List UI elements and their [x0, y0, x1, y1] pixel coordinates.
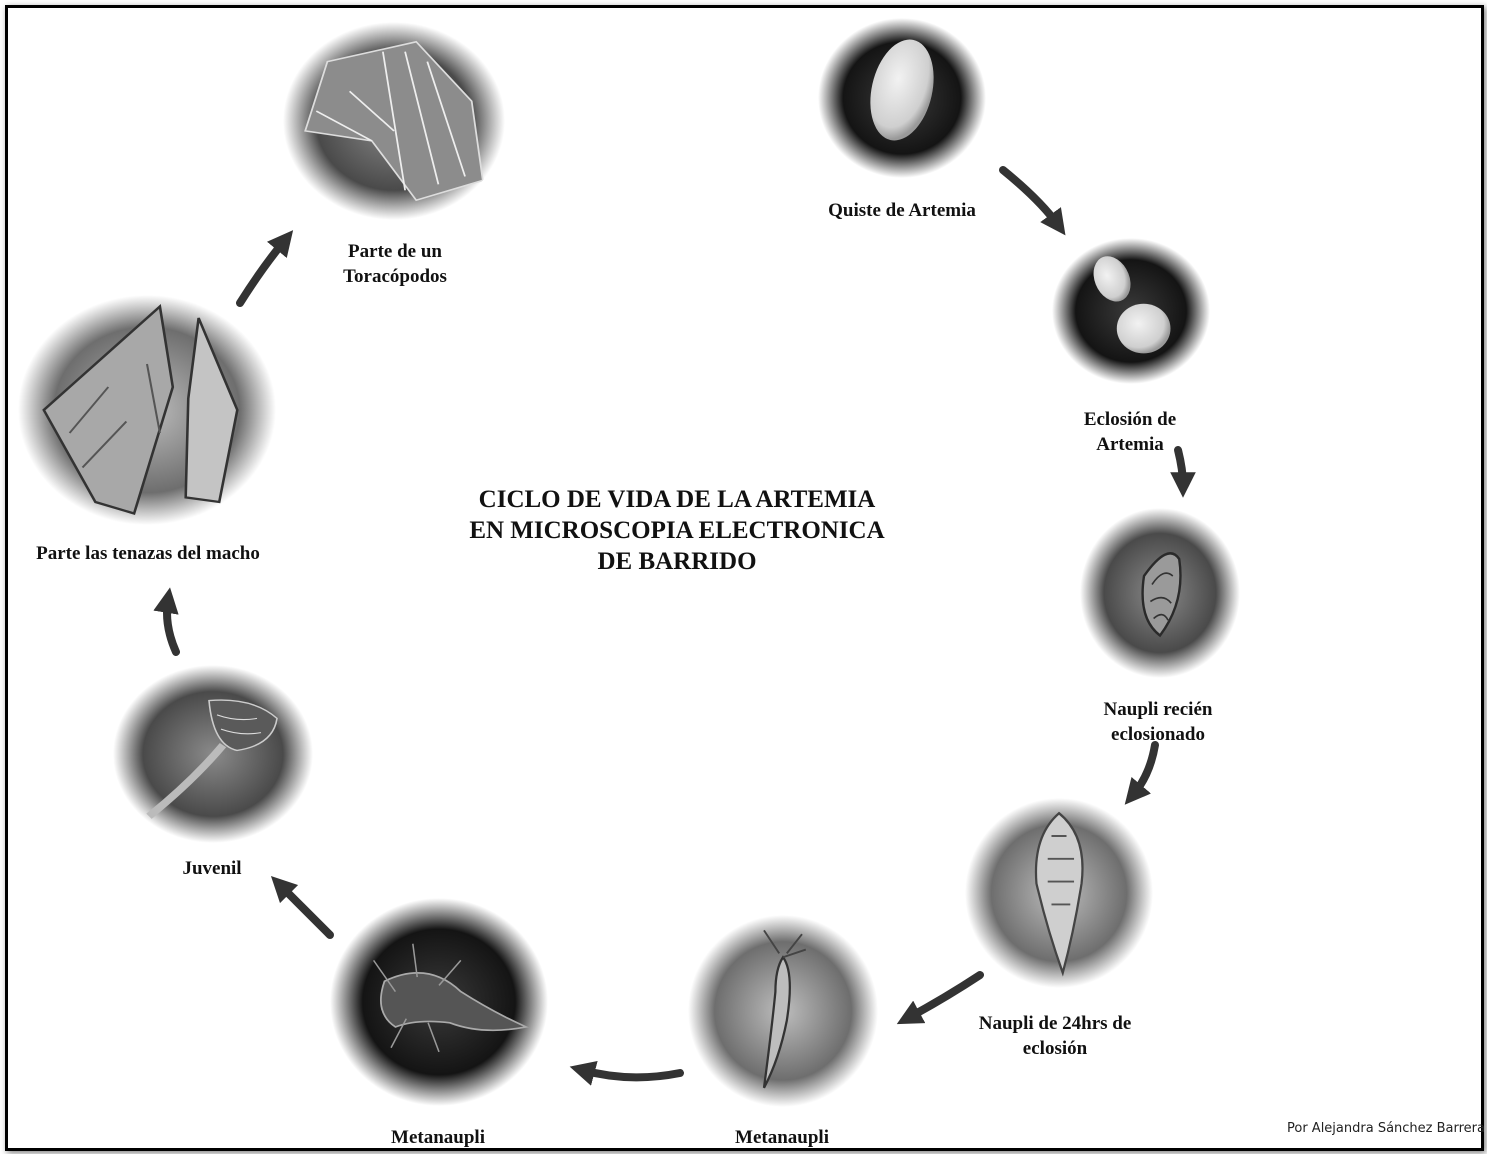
arrow-quiste-to-eclosion	[1003, 170, 1058, 225]
label-juvenil: Juvenil	[150, 856, 274, 881]
label-quiste: Quiste de Artemia	[802, 198, 1002, 223]
label-naupli-24hrs: Naupli de 24hrs de eclosión	[945, 1011, 1165, 1061]
arrow-juvenil-to-tenazas	[167, 600, 176, 652]
label-tenazas: Parte las tenazas del macho	[18, 541, 278, 566]
author-credit: Por Alejandra Sánchez Barrera	[1287, 1121, 1485, 1136]
arrow-tenazas-to-toracopodos	[240, 240, 285, 303]
label-toracopodos: Parte de un Toracópodos	[310, 239, 480, 289]
arrow-naupli-to-naupli24	[1133, 745, 1155, 795]
label-eclosion: Eclosión de Artemia	[1040, 407, 1220, 457]
arrow-metanaupli1-to-juvenil	[280, 885, 330, 935]
label-naupli-recien: Naupli recién eclosionado	[1068, 697, 1248, 747]
label-metanaupli-2: Metanaupli	[700, 1125, 864, 1150]
arrow-metanaupli2-to-metanaupli1	[582, 1070, 680, 1077]
label-metanaupli-1: Metanaupli	[356, 1125, 520, 1150]
diagram-title: CICLO DE VIDA DE LA ARTEMIA EN MICROSCOP…	[432, 484, 922, 577]
